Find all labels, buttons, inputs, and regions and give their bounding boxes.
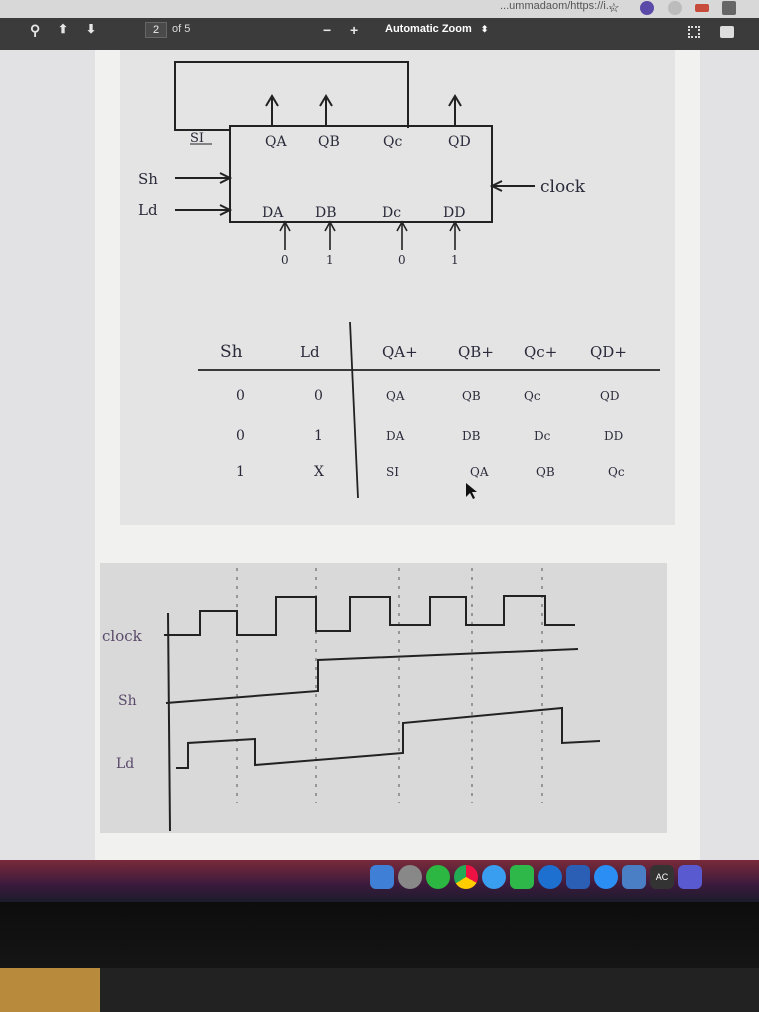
clock-waveform	[164, 595, 575, 636]
truth-table-header: Sh Ld QA+ QB+ Qc+ QD+	[220, 342, 627, 362]
bookmark-star-icon[interactable]: ☆	[608, 0, 620, 15]
output-label: QD	[448, 134, 471, 150]
table-cell: 1	[236, 464, 245, 480]
app-icon[interactable]	[398, 865, 422, 889]
input-value: 0	[398, 253, 406, 267]
ld-waveform	[176, 706, 601, 769]
table-cell: X	[314, 464, 324, 480]
table-cell: DA	[386, 429, 405, 443]
input-label: DB	[315, 205, 337, 221]
timing-gridlines	[236, 568, 543, 803]
output-arrows	[265, 94, 462, 126]
table-row: 1 X SI QA QB Qc	[236, 464, 625, 480]
table-header-cell: Qc+	[524, 343, 557, 361]
table-cell: QA	[386, 389, 405, 403]
feedback-wire	[174, 61, 409, 131]
signal-label: clock	[102, 627, 143, 645]
table-header-cell: Ld	[300, 343, 320, 361]
zoom-out-button[interactable]: −	[323, 22, 332, 38]
input-value: 0	[281, 253, 289, 267]
print-icon[interactable]	[720, 26, 734, 38]
table-cell: 0	[236, 388, 245, 404]
table-cell: QA	[470, 465, 489, 479]
extension-icon[interactable]	[695, 4, 709, 12]
table-header-cell: QB+	[458, 343, 494, 361]
scanned-image-timing: clock Sh Ld	[100, 563, 667, 833]
page-count: of 5	[172, 23, 191, 35]
fullscreen-icon[interactable]	[688, 26, 700, 38]
table-cell: 1	[314, 428, 323, 444]
facetime-icon[interactable]	[510, 865, 534, 889]
table-cell: QB	[536, 465, 555, 479]
output-label: QA	[265, 134, 287, 150]
table-row: 0 0 QA QB Qc QD	[236, 388, 619, 404]
dock: AC	[370, 862, 759, 892]
table-cell: QD	[600, 389, 619, 403]
time-axis	[167, 612, 171, 832]
table-cell: 0	[314, 388, 323, 404]
pdf-toolbar: ⚲ ⬆ ⬇ 2 of 5 − + Automatic Zoom ⬍	[0, 18, 759, 50]
input-value: 1	[326, 253, 334, 267]
mouse-cursor	[466, 483, 477, 499]
table-divider	[349, 321, 359, 499]
messages-icon[interactable]	[482, 865, 506, 889]
signal-label: Sh	[118, 693, 137, 709]
shift-input-label: Sh	[138, 170, 158, 188]
ac-app-icon[interactable]: AC	[650, 865, 674, 889]
table-cell: QB	[462, 389, 481, 403]
register-block	[229, 125, 493, 223]
find-button[interactable]: ⚲	[30, 22, 41, 38]
browser-chrome: ...ummadaom/https://i... ☆	[0, 0, 759, 18]
input-label: DD	[443, 205, 465, 221]
table-cell: Dc	[534, 429, 551, 443]
zoom-in-button[interactable]: +	[350, 22, 359, 38]
teamviewer-icon[interactable]	[538, 865, 562, 889]
chrome-icon[interactable]	[454, 865, 478, 889]
chevron-down-icon: ⬍	[480, 24, 489, 34]
scanned-image-circuit: SI QA QB Qc QD Sh Ld clock DA DB Dc DD 0…	[120, 50, 675, 525]
table-row: 0 1 DA DB Dc DD	[236, 428, 623, 444]
clock-label: clock	[540, 177, 586, 197]
load-input-label: Ld	[138, 201, 158, 219]
extension-icon[interactable]	[722, 1, 736, 15]
url-bar[interactable]: ...ummadaom/https://i...	[500, 0, 615, 12]
zoom-select-value: Automatic Zoom	[385, 23, 472, 35]
table-header-cell: QD+	[590, 343, 627, 361]
input-label: DA	[262, 205, 284, 221]
input-label: Dc	[382, 205, 401, 221]
monitor-stand	[100, 968, 759, 1012]
table-cell: Qc	[608, 465, 625, 479]
table-header-cell: Sh	[220, 342, 243, 362]
whatsapp-icon[interactable]	[426, 865, 450, 889]
circuit-and-table-sketch: SI QA QB Qc QD Sh Ld clock DA DB Dc DD 0…	[138, 61, 660, 499]
timing-diagram-sketch: clock Sh Ld	[102, 568, 601, 832]
serial-in-label: SI	[190, 131, 204, 146]
table-cell: 0	[236, 428, 245, 444]
sh-waveform	[165, 648, 579, 704]
previous-page-button[interactable]: ⬆	[58, 22, 69, 36]
table-cell: DB	[462, 429, 481, 443]
table-cell: DD	[604, 429, 623, 443]
app-store-icon[interactable]	[594, 865, 618, 889]
extension-icon[interactable]	[640, 1, 654, 15]
finder-icon[interactable]	[370, 865, 394, 889]
table-cell: SI	[386, 465, 399, 479]
zoom-select[interactable]: Automatic Zoom ⬍	[383, 21, 508, 38]
output-label: Qc	[383, 134, 402, 150]
output-label: QB	[318, 134, 340, 150]
desk-surface	[0, 968, 100, 1012]
word-icon[interactable]	[566, 865, 590, 889]
next-page-button[interactable]: ⬇	[86, 22, 97, 36]
extension-icon[interactable]	[668, 1, 682, 15]
xcode-icon[interactable]	[622, 865, 646, 889]
input-value: 1	[451, 253, 459, 267]
table-cell: Qc	[524, 389, 541, 403]
signal-label: Ld	[116, 756, 134, 772]
table-header-cell: QA+	[382, 343, 418, 361]
page-number-input[interactable]: 2	[145, 22, 167, 38]
app-icon[interactable]	[678, 865, 702, 889]
